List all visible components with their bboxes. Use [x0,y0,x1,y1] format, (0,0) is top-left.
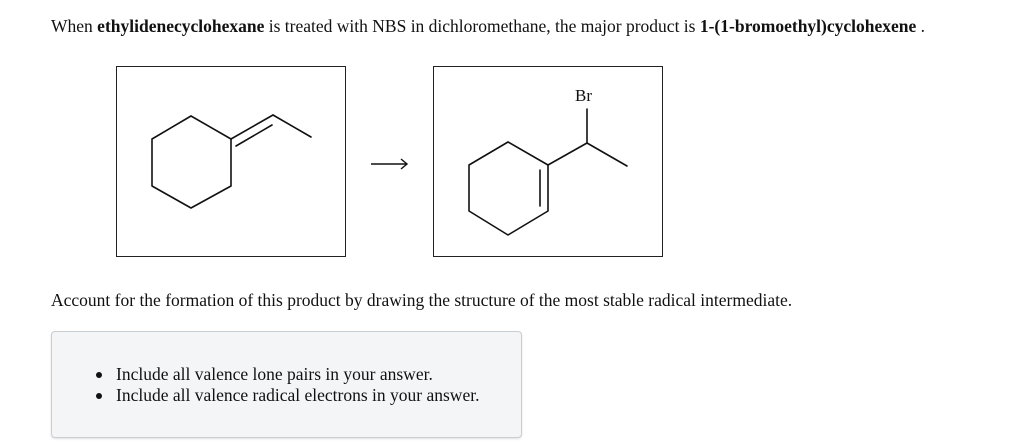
bromine-atom-label: Br [575,86,592,105]
reactant-name: ethylidenecyclohexane [97,16,265,36]
bromoethylcyclohexene-structure-icon [468,108,628,236]
reactant-structure-frame [116,66,346,257]
question-text: Account for the formation of this produc… [51,290,793,310]
bullet-icon [96,393,102,399]
hints-panel: Include all valence lone pairs in your a… [51,331,522,438]
bullet-icon [96,372,102,378]
product-structure-frame: Br [433,66,663,257]
ethylidenecyclohexane-structure-icon [151,114,312,209]
hints-list: Include all valence lone pairs in your a… [92,364,479,406]
product-name: 1-(1-bromoethyl)cyclohexene [699,16,917,36]
reaction-arrow-icon [371,158,409,170]
hint-item: Include all valence lone pairs in your a… [92,364,479,385]
hint-item: Include all valence radical electrons in… [92,385,479,406]
reagent-name: NBS [372,16,407,36]
problem-statement: When ethylidenecyclohexane is treated wi… [51,16,926,36]
